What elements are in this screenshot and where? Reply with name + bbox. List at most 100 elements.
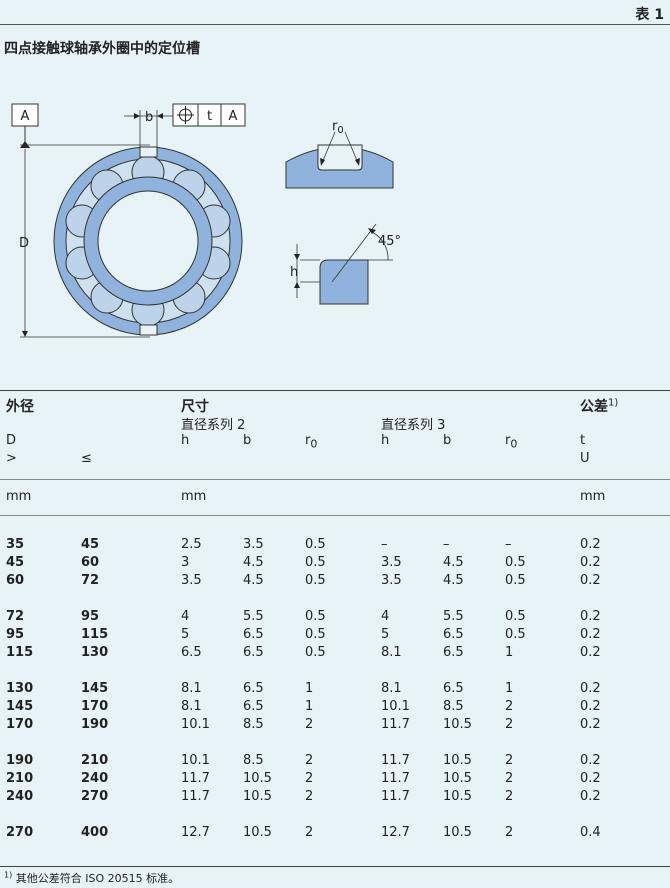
page-title: 四点接触球轴承外圈中的定位槽 — [4, 41, 200, 57]
table-cell: 3.5 — [381, 555, 402, 570]
unit-bottom-rule — [0, 515, 670, 516]
table-cell: 270 — [81, 789, 109, 804]
unit-tolerance: mm — [580, 489, 606, 504]
table-cell: – — [443, 537, 450, 552]
table-cell: 190 — [6, 753, 34, 768]
table-cell: 12.7 — [181, 825, 210, 840]
table-cell: 45 — [81, 537, 100, 552]
table-cell: 8.1 — [381, 681, 402, 696]
table-cell: 0.2 — [580, 627, 601, 642]
table-cell: 6.5 — [243, 681, 264, 696]
header-tolerance: 公差1) — [580, 397, 619, 415]
header-b3: b — [443, 433, 452, 448]
header-series3: 直径系列 3 — [381, 418, 446, 433]
slot-section: r0 — [285, 119, 394, 189]
header-gt: > — [6, 451, 17, 466]
table-cell: 0.5 — [305, 537, 326, 552]
d-arrow-bottom — [22, 331, 28, 337]
table-cell: 8.1 — [381, 645, 402, 660]
table-cell: 130 — [81, 645, 109, 660]
table-cell: 240 — [81, 771, 109, 786]
table-cell: 0.2 — [580, 645, 601, 660]
table-cell: 6.5 — [443, 681, 464, 696]
b-label: b — [145, 110, 153, 125]
unit-outer: mm — [6, 489, 32, 504]
table-cell: 10.5 — [443, 789, 472, 804]
table-cell: 11.7 — [381, 789, 410, 804]
table-cell: 11.7 — [381, 771, 410, 786]
b-arrow-right — [157, 113, 163, 119]
b-arrow-left — [134, 113, 140, 119]
table-cell: 170 — [6, 717, 34, 732]
table-cell: 3.5 — [243, 537, 264, 552]
table-cell: 2 — [505, 789, 514, 804]
header-r2: r0 — [305, 433, 318, 451]
table-cell: 4.5 — [443, 555, 464, 570]
tolerance-frame — [172, 103, 246, 127]
d-label: D — [19, 236, 29, 251]
header-r3: r0 — [505, 433, 518, 451]
header-series2: 直径系列 2 — [181, 418, 246, 433]
table-cell: 0.5 — [505, 609, 526, 624]
table-cell: 60 — [81, 555, 100, 570]
table-cell: – — [505, 537, 512, 552]
header-h3: h — [381, 433, 390, 448]
table-cell: 2 — [505, 753, 514, 768]
header-D: D — [6, 433, 17, 448]
angle-label: 45° — [378, 234, 401, 249]
table-cell: 0.5 — [505, 627, 526, 642]
table-cell: 1 — [305, 699, 314, 714]
table-cell: 210 — [81, 753, 109, 768]
table-cell: 145 — [6, 699, 34, 714]
table-cell: 10.5 — [243, 771, 272, 786]
table-cell: 10.1 — [181, 717, 210, 732]
table-cell: 0.5 — [305, 627, 326, 642]
table-cell: 2 — [305, 789, 314, 804]
table-cell: 10.5 — [443, 771, 472, 786]
table-cell: 6.5 — [443, 645, 464, 660]
r0-label: r0 — [332, 119, 344, 136]
table-cell: 0.2 — [580, 771, 601, 786]
frame-tolerance: t — [207, 109, 212, 124]
table-cell: 6.5 — [243, 699, 264, 714]
table-cell: 2 — [305, 825, 314, 840]
table-cell: 10.5 — [243, 789, 272, 804]
table-cell: 2 — [305, 717, 314, 732]
table-cell: 0.2 — [580, 555, 601, 570]
table-cell: 8.5 — [243, 717, 264, 732]
table-cell: 4 — [381, 609, 390, 624]
table-cell: 3 — [181, 555, 190, 570]
footnote: 1) 其他公差符合 ISO 20515 标准。 — [4, 870, 180, 885]
table-cell: 10.1 — [381, 699, 410, 714]
bearing-diagram: A D b t A — [11, 103, 401, 338]
table-cell: 5.5 — [243, 609, 264, 624]
datum-triangle — [20, 141, 30, 148]
header-h2: h — [181, 433, 190, 448]
table-cell: 210 — [6, 771, 34, 786]
table-cell: 190 — [81, 717, 109, 732]
header-outer-diameter: 外径 — [6, 399, 34, 415]
table-cell: 10.5 — [243, 825, 272, 840]
table-cell: 170 — [81, 699, 109, 714]
table-cell: 0.2 — [580, 609, 601, 624]
table-cell: 10.1 — [181, 753, 210, 768]
header-t: t — [580, 433, 586, 448]
table-cell: 0.5 — [305, 609, 326, 624]
table-cell: 1 — [505, 645, 514, 660]
chamfer-section: 45° h — [290, 223, 401, 305]
table-cell: 0.2 — [580, 573, 601, 588]
table-cell: 6.5 — [443, 627, 464, 642]
table-cell: 2.5 — [181, 537, 202, 552]
table-label: 表 1 — [635, 7, 664, 23]
table-cell: 0.5 — [505, 573, 526, 588]
table-cell: 0.2 — [580, 753, 601, 768]
table-cell: 10.5 — [443, 753, 472, 768]
table-cell: 0.2 — [580, 717, 601, 732]
table-cell: 6.5 — [243, 645, 264, 660]
top-rule — [0, 24, 670, 25]
table-cell: 4.5 — [243, 573, 264, 588]
table-cell: 0.2 — [580, 789, 601, 804]
table-cell: 10.5 — [443, 825, 472, 840]
unit-top-rule — [0, 479, 670, 480]
table-cell: 0.5 — [505, 555, 526, 570]
